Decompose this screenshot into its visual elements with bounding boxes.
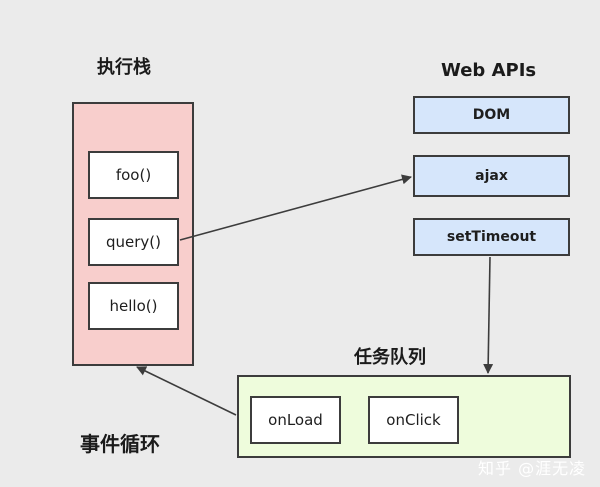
web-api-dom: DOM bbox=[413, 96, 570, 134]
task-queue-label: 任务队列 bbox=[354, 347, 426, 368]
stack-frame-foo: foo() bbox=[88, 151, 179, 199]
arrow-settimeout-to-queue bbox=[483, 256, 494, 374]
watermark: 知乎 @涯无凌 bbox=[478, 459, 587, 478]
stack-frame-hello: hello() bbox=[88, 282, 179, 330]
event-loop-label: 事件循环 bbox=[80, 432, 160, 456]
arrow-queue-to-stack bbox=[136, 366, 237, 416]
web-api-ajax: ajax bbox=[413, 155, 570, 197]
task-onclick: onClick bbox=[368, 396, 459, 444]
task-onload: onLoad bbox=[250, 396, 341, 444]
web-apis-label: Web APIs bbox=[441, 60, 537, 81]
call-stack-label: 执行栈 bbox=[97, 57, 151, 78]
stack-frame-query: query() bbox=[88, 218, 179, 266]
web-api-settimeout: setTimeout bbox=[413, 218, 570, 256]
arrow-query-to-ajax bbox=[179, 174, 412, 241]
